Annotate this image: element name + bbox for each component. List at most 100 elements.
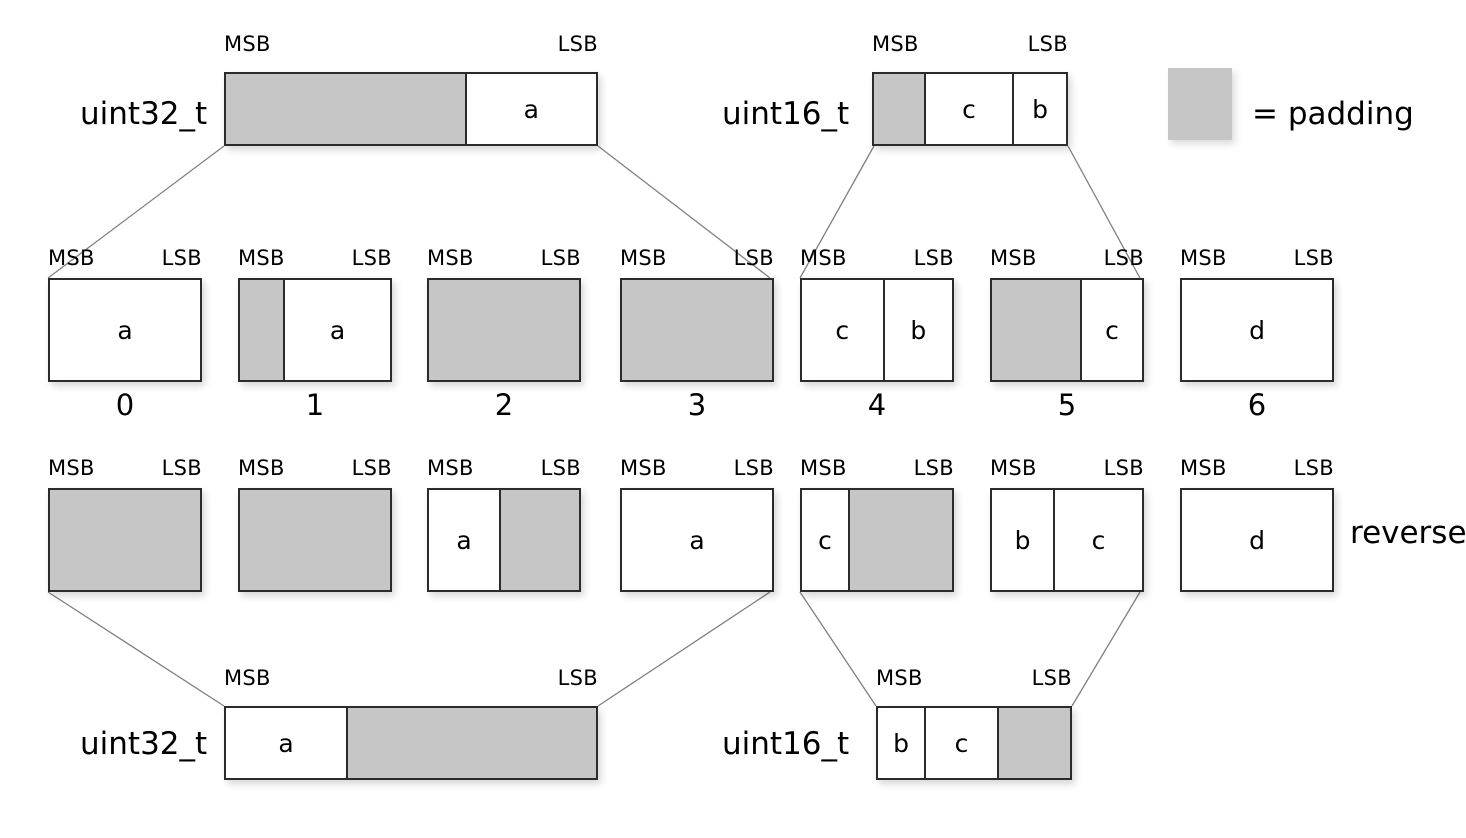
end-labels-uint16-top: MSB LSB: [872, 32, 1068, 56]
rev-byte-byte-3-segment-a-0: a: [622, 490, 772, 590]
lsb-label: LSB: [557, 32, 598, 56]
msb-label: MSB: [48, 246, 95, 270]
byte-byte-0-segment-a-0: a: [50, 280, 200, 380]
lsb-label: LSB: [1293, 456, 1334, 480]
type-label-uint16-bottom: uint16_t: [722, 726, 850, 762]
rev-byte-byte-4-segment-c-0: c: [802, 490, 850, 590]
rev-byte-byte-2: a: [427, 488, 581, 592]
byte-byte-5-segment-c-1: c: [1082, 280, 1142, 380]
type-label-uint16-top: uint16_t: [722, 96, 850, 132]
type-label-uint32-bottom: uint32_t: [80, 726, 208, 762]
field-uint32-bottom: a: [224, 706, 598, 780]
msb-label: MSB: [876, 666, 923, 690]
byte-index-label-0: 0: [115, 388, 135, 422]
byte-byte-1-segment-a-1: a: [285, 280, 390, 380]
rev-byte-byte-4-segment-padding-1: [850, 490, 952, 590]
row-label-reversed: reversed: [1350, 515, 1466, 551]
uint16-bottom-segment-padding-2: [998, 708, 1070, 778]
lsb-label: LSB: [1103, 246, 1144, 270]
msb-label: MSB: [800, 456, 847, 480]
byte-byte-2: [427, 278, 581, 382]
lsb-label: LSB: [1293, 246, 1334, 270]
byte-byte-2-segment-padding-0: [429, 280, 579, 380]
uint16-bottom-segment-c-1: c: [926, 708, 999, 778]
lsb-label: LSB: [1031, 666, 1072, 690]
msb-label: MSB: [1180, 246, 1227, 270]
lsb-label: LSB: [161, 456, 202, 480]
rev-byte-byte-6: d: [1180, 488, 1334, 592]
rev-byte-byte-3: a: [620, 488, 774, 592]
byte-byte-5: c: [990, 278, 1144, 382]
byte-byte-4-segment-c-0: c: [802, 280, 885, 380]
msb-label: MSB: [48, 456, 95, 480]
rev-byte-byte-0-segment-padding-0: [50, 490, 200, 590]
lsb-label: LSB: [161, 246, 202, 270]
lsb-label: LSB: [557, 666, 598, 690]
rev-byte-byte-2-segment-a-0: a: [429, 490, 501, 590]
msb-label: MSB: [990, 246, 1037, 270]
byte-end-labels-6: MSB LSB: [1180, 246, 1334, 270]
rev-byte-byte-5-segment-b-0: b: [992, 490, 1055, 590]
byte-byte-1-segment-padding-0: [240, 280, 285, 380]
byte-index-label-4: 4: [867, 388, 887, 422]
byte-byte-5-segment-padding-0: [992, 280, 1082, 380]
byte-byte-6: d: [1180, 278, 1334, 382]
rev-byte-byte-4: c: [800, 488, 954, 592]
rev-byte-end-labels-5: MSB LSB: [990, 456, 1144, 480]
msb-label: MSB: [427, 456, 474, 480]
connector-rev-uint16-left: [799, 591, 877, 707]
lsb-label: LSB: [540, 246, 581, 270]
uint16-top-segment-c-1: c: [925, 74, 1015, 144]
connector-rev-uint32-right: [597, 591, 771, 707]
uint32-bottom-segment-padding-1: [348, 708, 596, 778]
uint16-top-segment-b-2: b: [1014, 74, 1066, 144]
msb-label: MSB: [872, 32, 919, 56]
connector-rev-uint32-left: [47, 591, 225, 707]
msb-label: MSB: [238, 456, 285, 480]
uint16-top-segment-padding-0: [874, 74, 926, 144]
field-uint32-top: a: [224, 72, 598, 146]
uint32-top-segment-padding-0: [226, 74, 467, 144]
msb-label: MSB: [238, 246, 285, 270]
end-labels-uint32-top: MSB LSB: [224, 32, 598, 56]
lsb-label: LSB: [1027, 32, 1068, 56]
rev-byte-byte-5-segment-c-1: c: [1055, 490, 1142, 590]
legend-padding-swatch: [1168, 68, 1232, 140]
msb-label: MSB: [990, 456, 1037, 480]
rev-byte-byte-0: [48, 488, 202, 592]
msb-label: MSB: [224, 32, 271, 56]
byte-byte-6-segment-d-0: d: [1182, 280, 1332, 380]
legend-padding-label: = padding: [1252, 96, 1414, 132]
end-labels-uint16-bottom: MSB LSB: [876, 666, 1072, 690]
rev-byte-byte-1-segment-padding-0: [240, 490, 390, 590]
rev-byte-byte-2-segment-padding-1: [501, 490, 579, 590]
byte-byte-4-segment-b-1: b: [884, 280, 952, 380]
msb-label: MSB: [620, 456, 667, 480]
byte-end-labels-0: MSB LSB: [48, 246, 202, 270]
byte-end-labels-5: MSB LSB: [990, 246, 1144, 270]
uint32-bottom-segment-a-0: a: [226, 708, 349, 778]
type-label-uint32-top: uint32_t: [80, 96, 208, 132]
byte-index-label-2: 2: [494, 388, 514, 422]
msb-label: MSB: [800, 246, 847, 270]
byte-index-label-6: 6: [1247, 388, 1267, 422]
rev-byte-byte-1: [238, 488, 392, 592]
rev-byte-end-labels-0: MSB LSB: [48, 456, 202, 480]
rev-byte-byte-6-segment-d-0: d: [1182, 490, 1332, 590]
byte-index-label-1: 1: [305, 388, 325, 422]
byte-index-label-3: 3: [687, 388, 707, 422]
byte-byte-0: a: [48, 278, 202, 382]
msb-label: MSB: [224, 666, 271, 690]
lsb-label: LSB: [1103, 456, 1144, 480]
